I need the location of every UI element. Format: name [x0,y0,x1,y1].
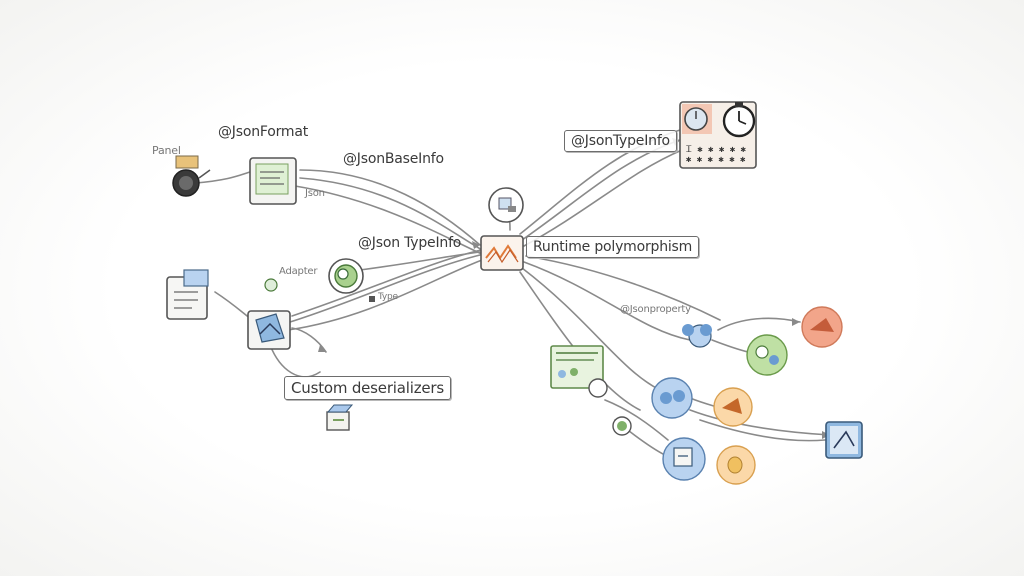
label-json-type-info-top: @JsonTypeInfo [564,130,677,152]
connector-line [269,344,321,378]
node-icon [488,187,524,223]
connector-line [291,249,482,317]
connector-line [604,399,669,441]
clipboard-icon [166,269,209,320]
connector-line [294,185,485,256]
label-json-base-info: @JsonBaseInfo [343,151,444,167]
connector-line [523,261,691,341]
label-json-type-info-center: @Json TypeInfo [358,235,462,251]
label-json: Json [305,188,325,199]
label-adapter: Adapter [279,266,318,277]
node-icon [713,387,753,427]
connector-line [521,267,661,391]
arrowhead [318,345,326,352]
node-icon [801,306,843,348]
node-icon [682,324,712,348]
label-custom-deserializers: Custom deserializers [284,376,451,400]
arrowhead [792,318,800,326]
connector-line [711,339,749,353]
connector-line [299,169,481,246]
connector-line [689,409,831,436]
svg-text:Ꮖ ✱ ✱ ✱ ✱ ✱: Ꮖ ✱ ✱ ✱ ✱ ✱ [686,145,747,155]
lens-icon [172,155,211,197]
arrowhead [472,241,480,249]
stopwatch-icon: Ꮖ ✱ ✱ ✱ ✱ ✱ ✱ ✱ ✱ ✱ ✱ ✱ [679,101,757,169]
connector-line [195,171,251,184]
label-runtime-polymorphism: Runtime polymorphism [526,236,700,258]
cube-icon [326,296,375,431]
connector-line [525,255,721,321]
node-icon [716,445,756,485]
connector-line [359,251,481,271]
connector-line [289,254,481,323]
connector-line [521,139,681,241]
gear-icon [247,310,291,350]
adapter-icon [264,258,364,294]
connector-line [291,327,327,353]
connector-line [519,271,641,411]
connector-line [523,149,683,247]
label-jsonproperty: @Jsonproperty [620,304,691,315]
hub-icon [480,235,524,271]
svg-text:✱ ✱ ✱ ✱ ✱ ✱: ✱ ✱ ✱ ✱ ✱ ✱ [686,155,746,165]
connector-line [699,419,826,442]
node-icon [651,377,693,419]
label-panel: Panel [152,144,181,157]
document-icon [249,157,297,205]
schema-icon [550,345,632,436]
label-type: Type [378,292,398,302]
cube-icon [825,421,863,459]
node-icon [746,334,788,376]
node-icon [662,437,706,481]
connector-line [287,259,483,331]
connector-line [299,177,483,251]
connector-line [717,317,801,331]
label-json-format: @JsonFormat [218,124,308,140]
